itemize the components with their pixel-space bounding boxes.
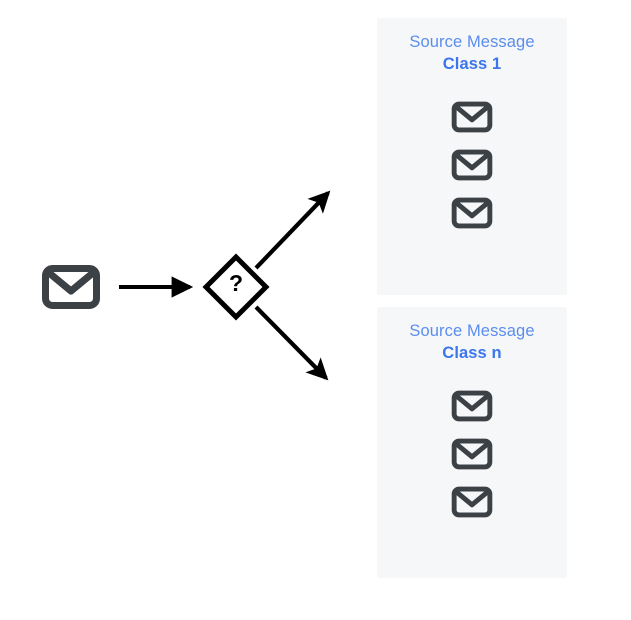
class-n-message-list: [377, 389, 567, 519]
panel-class-n-subtitle: Class n: [442, 343, 502, 362]
panel-class-1-heading: Source Message Class 1: [377, 32, 567, 76]
panel-class-n-heading: Source Message Class n: [377, 321, 567, 365]
panel-class-1-subtitle: Class 1: [442, 54, 502, 73]
decision-question-mark: ?: [228, 270, 244, 296]
diamond-decision-icon: [202, 253, 270, 321]
envelope-icon: [42, 265, 100, 309]
decision-diamond: ?: [200, 251, 272, 323]
panel-class-n-title: Source Message: [409, 322, 535, 340]
panel-source-message-class-1[interactable]: Source Message Class 1: [377, 18, 567, 295]
envelope-icon: [451, 438, 493, 470]
envelope-icon: [451, 390, 493, 422]
source-message-envelope: [41, 263, 101, 311]
envelope-icon: [451, 149, 493, 181]
panel-source-message-class-n[interactable]: Source Message Class n: [377, 307, 567, 578]
envelope-icon: [451, 101, 493, 133]
envelope-icon: [451, 197, 493, 229]
panel-class-1-title: Source Message: [409, 33, 535, 51]
envelope-icon: [451, 486, 493, 518]
class-1-message-list: [377, 100, 567, 230]
